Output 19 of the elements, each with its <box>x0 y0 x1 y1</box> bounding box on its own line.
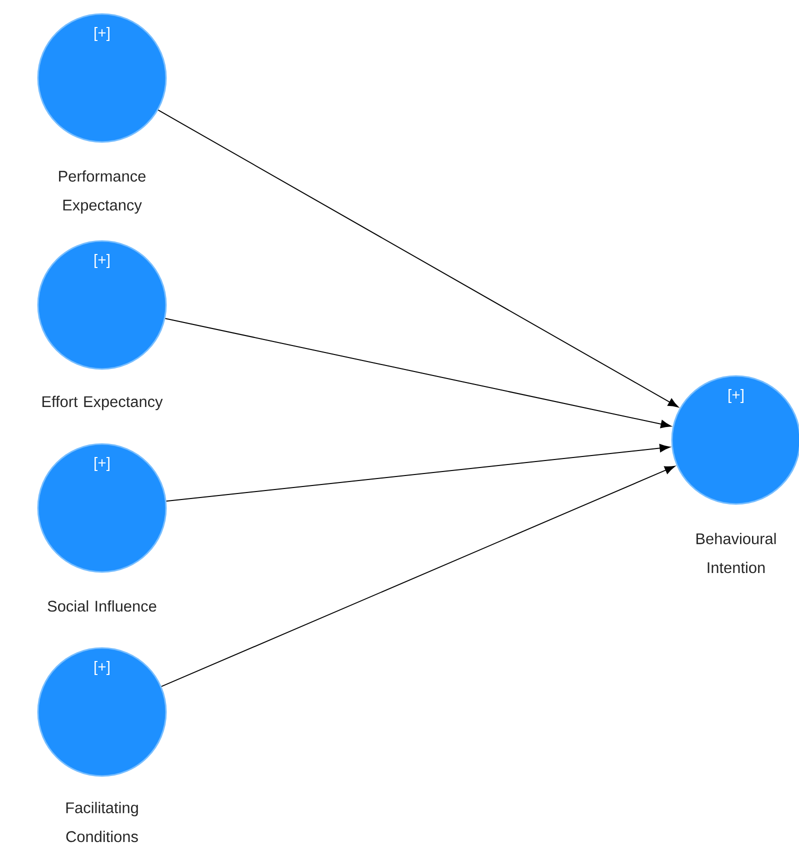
expand-marker: [+] <box>728 389 744 403</box>
arrow <box>166 444 670 502</box>
expand-marker: [+] <box>94 254 110 268</box>
node-label: Social Influence <box>48 600 156 612</box>
arrow <box>161 466 676 687</box>
expand-marker: [+] <box>94 661 110 675</box>
construct-circle <box>37 13 167 214</box>
construct-circle <box>37 647 167 842</box>
arrow <box>158 110 678 408</box>
expand-marker: [+] <box>94 27 110 41</box>
node-label: Performance Expectancy <box>59 170 146 214</box>
node-label: Effort Expectancy <box>42 396 163 410</box>
construct-circle <box>37 443 167 612</box>
construct-circle <box>37 240 167 410</box>
construct-circle <box>671 375 799 574</box>
node-label: Behavioural Intention <box>696 532 776 574</box>
node-label: Facilitating Conditions <box>66 802 138 842</box>
expand-marker: [+] <box>94 457 110 471</box>
arrow <box>164 318 672 428</box>
